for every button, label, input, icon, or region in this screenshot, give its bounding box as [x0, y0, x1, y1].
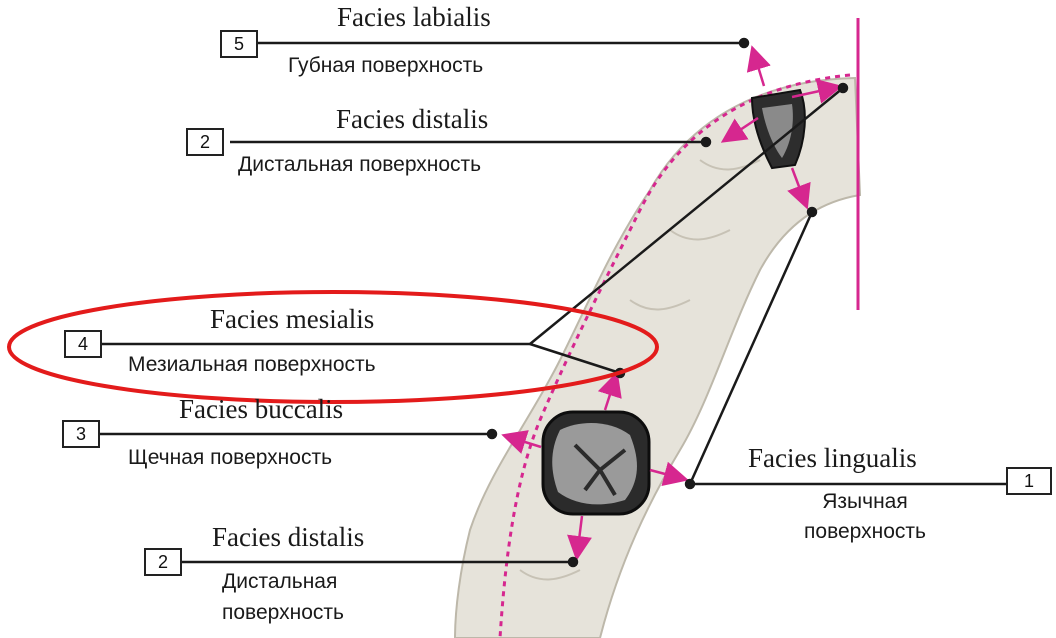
latin-buccalis: Facies buccalis — [179, 394, 343, 425]
russian-distalis-bottom-line2: поверхность — [222, 601, 344, 625]
labial-arrow — [753, 50, 764, 86]
label-number-labialis: 5 — [220, 30, 258, 58]
latin-distalis-bottom: Facies distalis — [212, 522, 364, 553]
latin-mesialis: Facies mesialis — [210, 304, 374, 335]
label-number-distalis-top: 2 — [186, 128, 224, 156]
russian-distalis-bottom-line1: Дистальная — [222, 570, 337, 594]
russian-distalis-top: Дистальная поверхность — [238, 153, 481, 177]
russian-mesialis: Мезиальная поверхность — [128, 353, 376, 377]
russian-lingualis-line2: поверхность — [760, 520, 970, 544]
label-number-buccalis: 3 — [62, 420, 100, 448]
label-number-mesialis: 4 — [64, 330, 102, 358]
dental-arch — [455, 78, 860, 638]
latin-distalis-top: Facies distalis — [336, 104, 488, 135]
russian-lingualis-line1: Язычная — [760, 490, 970, 514]
russian-buccalis: Щечная поверхность — [128, 446, 332, 470]
latin-labialis: Facies labialis — [337, 2, 491, 33]
latin-lingualis: Facies lingualis — [748, 443, 917, 474]
label-number-distalis-bottom: 2 — [144, 548, 182, 576]
russian-labialis: Губная поверхность — [288, 54, 483, 78]
label-number-lingualis: 1 — [1006, 467, 1052, 495]
